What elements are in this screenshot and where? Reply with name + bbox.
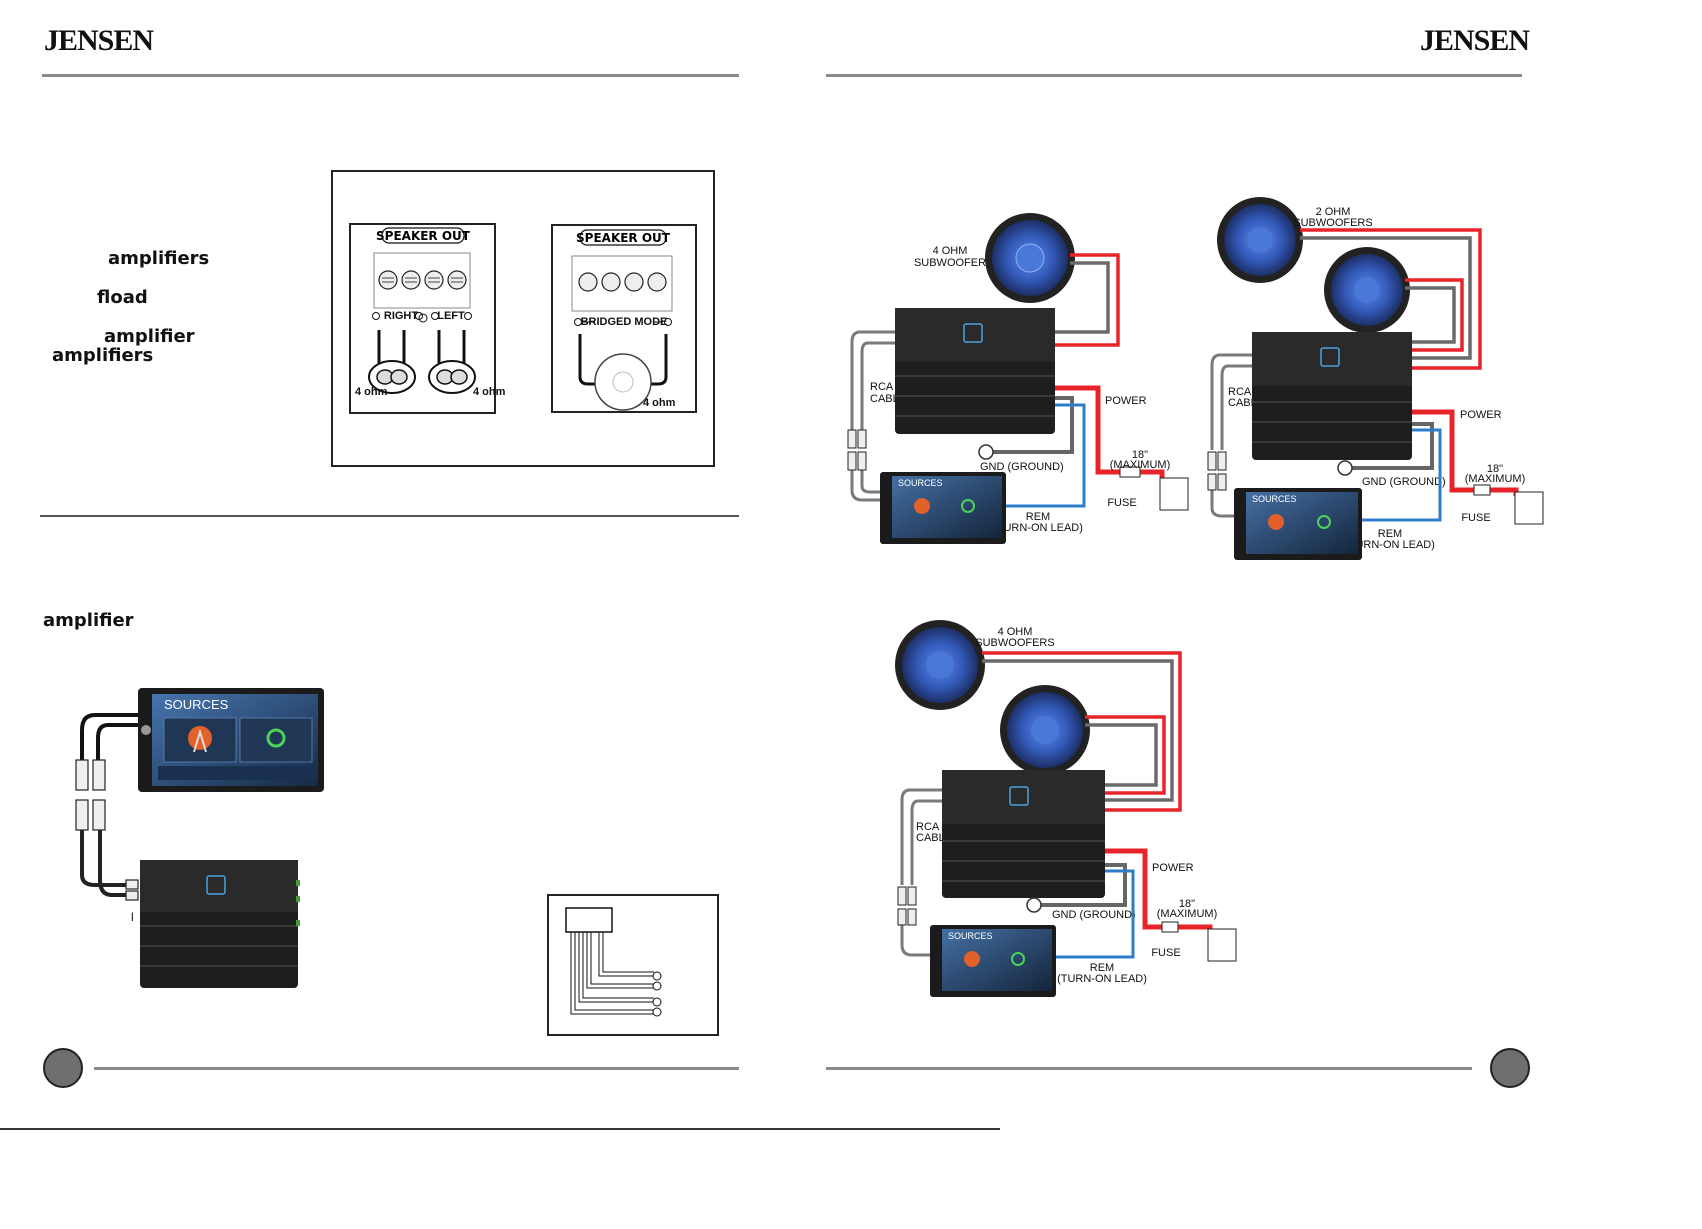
wiring-diagram-dual-2ohm: 2 OHM SUBWOOFERS RCA CABLES POWER 18" (M…	[1207, 197, 1544, 560]
text-fragment-l: l	[131, 910, 134, 924]
right-footer-rule	[826, 1067, 1472, 1070]
ohm-label-right: 4 ohm	[473, 386, 506, 398]
d3-rem-label-1: REM	[1090, 962, 1114, 974]
d1-fuse-dist-1: 18"	[1132, 449, 1148, 461]
text-fragment-fload: fload	[97, 287, 148, 308]
text-fragment-amplifier-2: amplifier	[43, 610, 134, 631]
text-fragment-amplifiers-1: amplifiers	[108, 248, 210, 269]
d2-rem-label-2: (TURN-ON LEAD)	[1345, 539, 1435, 551]
d1-sub-label-1: 4 OHM	[933, 245, 968, 257]
head-unit-sources-title: SOURCES	[164, 697, 229, 712]
d1-fuse-label: FUSE	[1107, 497, 1136, 509]
speaker-wiring-svg: SPEAKER OUT RIGHT LEFT 4 ohm 4 ohm	[349, 223, 697, 414]
left-section-divider	[40, 515, 739, 517]
d1-power-label: POWER	[1105, 395, 1147, 407]
d2-fuse-label: FUSE	[1461, 512, 1490, 524]
d1-fuse-dist-2: (MAXIMUM)	[1110, 459, 1171, 471]
rca-connection-diagram: SOURCES	[75, 688, 324, 988]
d2-sub-label-1: 2 OHM	[1316, 206, 1351, 218]
right-jensen-logo: JENSEN	[1420, 24, 1530, 57]
d3-fuse-dist-2: (MAXIMUM)	[1157, 908, 1218, 920]
d1-sub-label-2: SUBWOOFER	[914, 257, 986, 269]
d1-rem-label-2: (TURN-ON LEAD)	[993, 522, 1083, 534]
speaker-out-title-right: SPEAKER OUT	[576, 231, 671, 245]
right-channel-label: RIGHT	[384, 310, 419, 322]
wire-harness-panel	[547, 894, 719, 1036]
left-footer-rule	[94, 1067, 739, 1070]
d3-sub-label-1: 4 OHM	[998, 626, 1033, 638]
right-page-number-badge	[1490, 1048, 1530, 1088]
d2-fuse-dist-1: 18"	[1487, 463, 1503, 475]
d3-rca-label-1: RCA	[916, 821, 940, 833]
d3-gnd-label: GND (GROUND)	[1052, 909, 1136, 921]
d2-rca-label-1: RCA	[1228, 386, 1252, 398]
d2-gnd-label: GND (GROUND)	[1362, 476, 1446, 488]
d3-fuse-dist-1: 18"	[1179, 898, 1195, 910]
d2-rem-label-1: REM	[1378, 528, 1402, 540]
bottom-edge-line	[0, 1128, 1000, 1130]
left-header-rule	[42, 74, 739, 77]
bridged-ohm-label: 4 ohm	[643, 397, 676, 409]
ohm-label-left: 4 ohm	[355, 386, 388, 398]
d3-sub-label-2: SUBWOOFERS	[975, 637, 1054, 649]
text-fragment-amplifiers-2: amplifiers	[52, 345, 154, 366]
left-channel-label: LEFT	[437, 310, 465, 322]
d3-power-label: POWER	[1152, 862, 1194, 874]
d3-head-unit-title: SOURCES	[948, 931, 993, 941]
wiring-diagram-dual-4ohm: 4 OHM SUBWOOFERS RCA CABLES POWER 18" (M…	[895, 620, 1237, 997]
speaker-out-title-left: SPEAKER OUT	[376, 229, 471, 243]
wiring-diagram-single-sub: 4 OHM SUBWOOFER RCA CABLES POWER 18" (MA…	[847, 213, 1189, 544]
d2-head-unit-title: SOURCES	[1252, 494, 1297, 504]
d3-fuse-label: FUSE	[1151, 947, 1180, 959]
left-page-number-badge	[43, 1048, 83, 1088]
d1-rem-label-1: REM	[1026, 511, 1050, 523]
d1-gnd-label: GND (GROUND)	[980, 461, 1064, 473]
right-header-rule	[826, 74, 1522, 77]
d2-sub-label-2: SUBWOOFERS	[1293, 217, 1372, 229]
d3-rem-label-2: (TURN-ON LEAD)	[1057, 973, 1147, 985]
left-jensen-logo: JENSEN	[44, 24, 154, 57]
d1-head-unit-title: SOURCES	[898, 478, 943, 488]
speaker-wiring-panel: SPEAKER OUT RIGHT LEFT 4 ohm 4 ohm	[331, 170, 715, 467]
d1-rca-label-1: RCA	[870, 381, 894, 393]
d2-power-label: POWER	[1460, 409, 1502, 421]
bridged-mode-label: BRIDGED MODE	[581, 316, 668, 328]
d2-fuse-dist-2: (MAXIMUM)	[1465, 473, 1526, 485]
text-fragment-amplifier-1: amplifier	[104, 326, 195, 347]
